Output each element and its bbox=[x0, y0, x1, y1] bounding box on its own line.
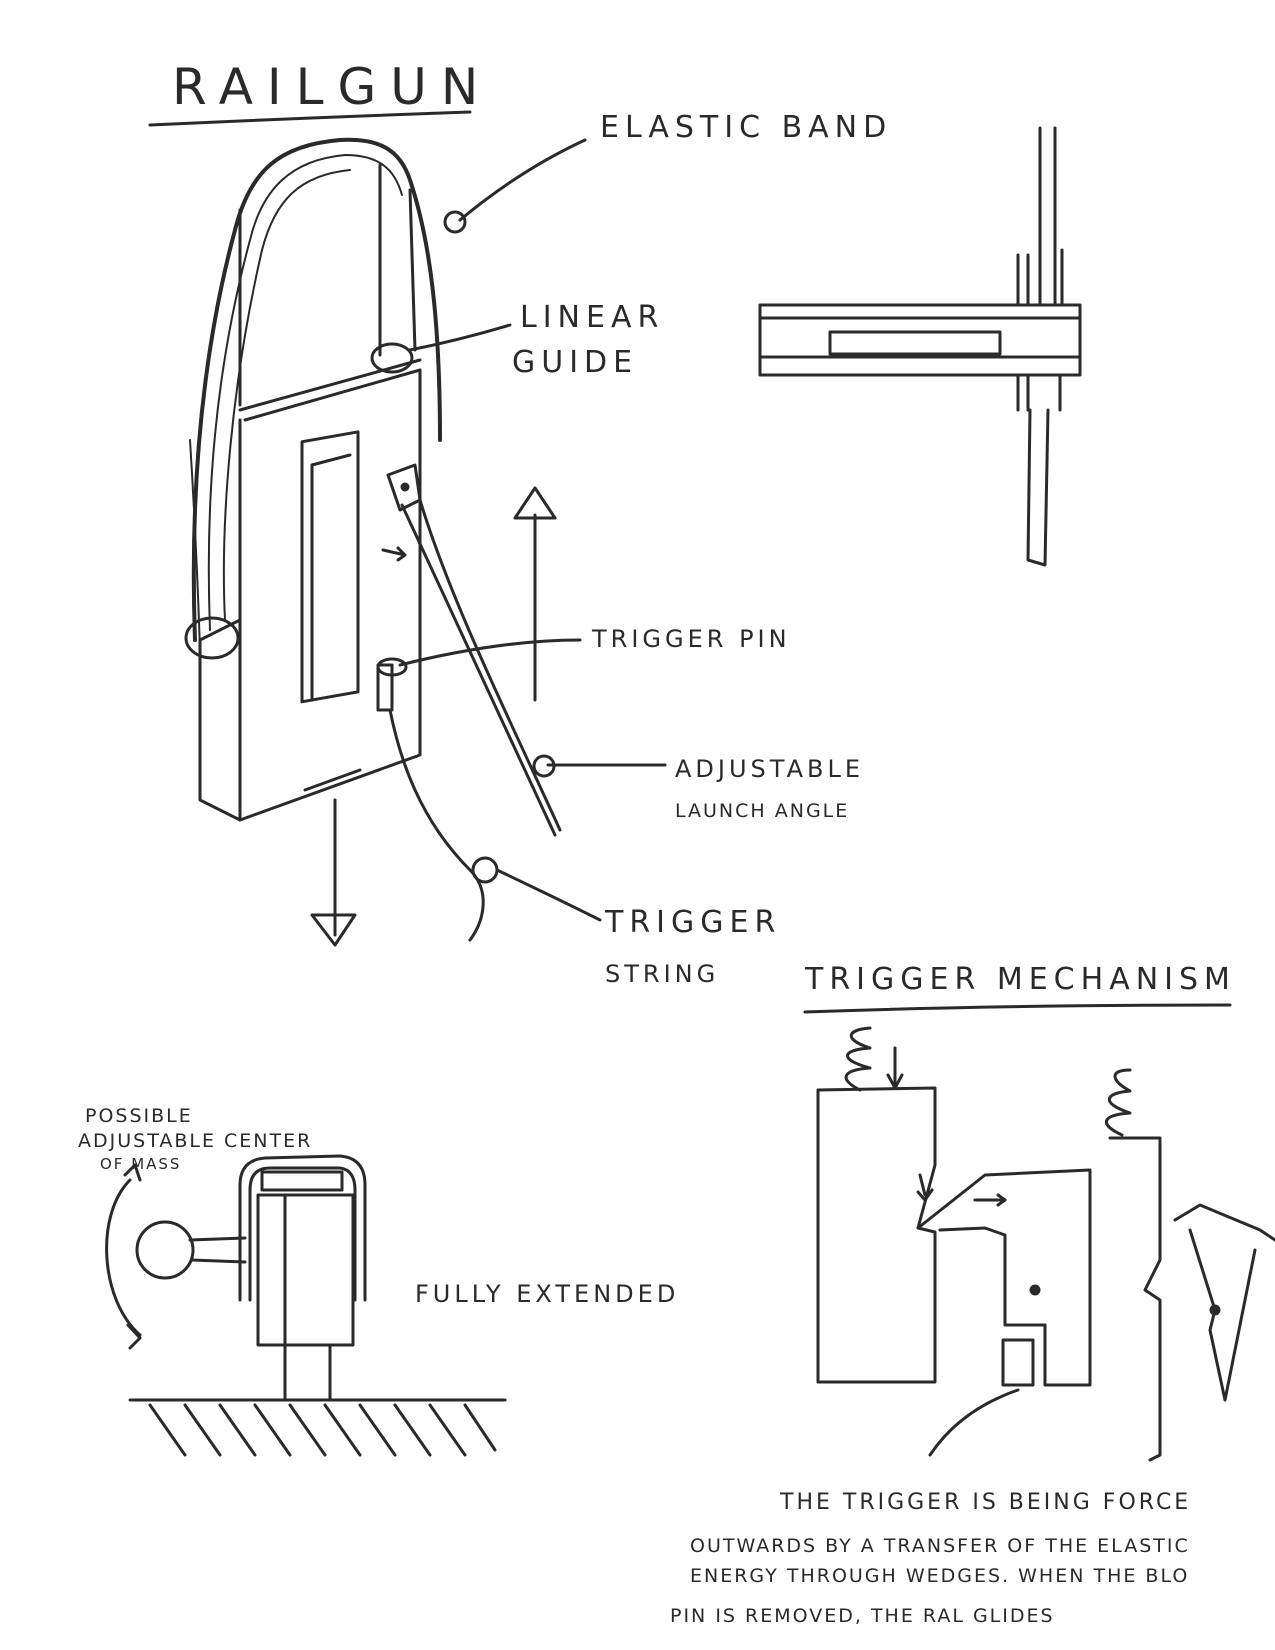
trigger-string bbox=[388, 708, 485, 942]
section-title: TRIGGER MECHANISM bbox=[805, 962, 1236, 997]
down-arrow bbox=[310, 798, 357, 947]
leader-elastic bbox=[458, 138, 587, 222]
label-linear-guide-2: GUIDE bbox=[512, 345, 639, 380]
leader-linear bbox=[408, 323, 512, 352]
label-elastic-band: ELASTIC BAND bbox=[600, 110, 893, 145]
label-possible-2: ADJUSTABLE CENTER bbox=[78, 1130, 313, 1152]
label-adjustable-1: ADJUSTABLE bbox=[675, 755, 864, 783]
label-adjustable-2: LAUNCH ANGLE bbox=[675, 800, 850, 822]
block-window bbox=[300, 430, 360, 704]
trigger-mechanism-drawing bbox=[816, 1026, 1275, 1462]
note-line-2: OUTWARDS BY A TRANSFER OF THE ELASTIC bbox=[690, 1535, 1190, 1557]
linear-guide-ring bbox=[370, 342, 414, 374]
elastic-band bbox=[191, 137, 442, 642]
label-trigger-pin: TRIGGER PIN bbox=[592, 625, 791, 653]
note-line-3: ENERGY THROUGH WEDGES. WHEN THE BLO bbox=[690, 1565, 1190, 1587]
label-linear-guide-1: LINEAR bbox=[520, 300, 665, 335]
label-possible-1: POSSIBLE bbox=[85, 1105, 193, 1127]
trigger-pin-block bbox=[376, 663, 394, 712]
launch-angle-lever bbox=[400, 498, 562, 837]
label-fully-extended: FULLY EXTENDED bbox=[415, 1280, 680, 1308]
label-trigger-string-2: STRING bbox=[605, 960, 720, 988]
leader-string bbox=[495, 868, 602, 922]
section-underline bbox=[803, 1003, 1232, 1014]
fully-extended-drawing bbox=[105, 1154, 507, 1457]
railgun-drawing bbox=[184, 137, 562, 942]
label-possible-3: OF MASS bbox=[100, 1155, 182, 1173]
note-line-4: PIN IS REMOVED, THE RAL GLIDES bbox=[670, 1605, 1055, 1627]
leader-trigger-pin bbox=[398, 638, 582, 667]
title-underline bbox=[148, 110, 472, 127]
label-trigger-string-1: TRIGGER bbox=[605, 905, 782, 940]
up-arrow bbox=[513, 486, 557, 702]
cross-section-drawing bbox=[758, 126, 1082, 567]
page-title: RAILGUN bbox=[172, 58, 493, 116]
note-line-1: THE TRIGGER IS BEING FORCE bbox=[780, 1490, 1192, 1515]
